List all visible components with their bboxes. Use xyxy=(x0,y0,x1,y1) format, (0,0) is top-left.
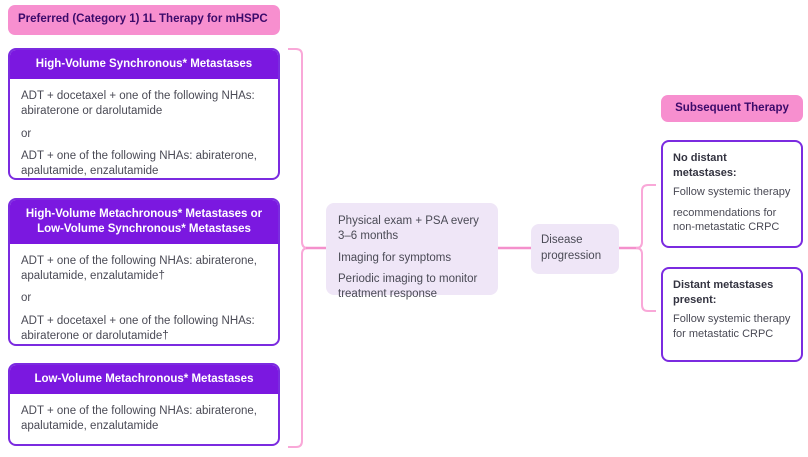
therapy-option-2: ADT + docetaxel + one of the following N… xyxy=(21,314,255,342)
disease-progression-label: Disease progression xyxy=(541,234,602,262)
outcome-text-2: recommendations for non-metastatic CRPC xyxy=(673,206,780,234)
card-header-low-volume-metachronous: Low-Volume Metachronous* Metastases xyxy=(10,365,278,394)
monitoring-line-2: Imaging for symptoms xyxy=(338,251,452,264)
box-disease-progression: Disease progression xyxy=(531,224,619,274)
card-body-high-volume-synchronous: ADT + docetaxel + one of the following N… xyxy=(10,79,278,178)
card-header-high-volume-metachronous: High-Volume Metachronous* Metastases or … xyxy=(10,200,278,244)
therapy-or-separator: or xyxy=(21,127,32,140)
box-monitoring-schedule: Physical exam + PSA every 3–6 months Ima… xyxy=(326,203,498,300)
left-brace-icon xyxy=(288,48,309,448)
therapy-option-1: ADT + one of the following NHAs: abirate… xyxy=(21,404,257,433)
therapy-option-1: ADT + docetaxel + one of the following N… xyxy=(21,89,255,118)
monitoring-line-3: Periodic imaging to monitor treatment re… xyxy=(338,272,478,301)
card-no-distant-metastases: No distant metastases: Follow systemic t… xyxy=(661,140,803,248)
outcome-text-1: Follow systemic therapy for metastatic C… xyxy=(673,313,791,340)
card-body-no-distant-metastases: No distant metastases: Follow systemic t… xyxy=(663,142,801,244)
card-body-distant-metastases-present: Distant metastases present: Follow syste… xyxy=(663,269,801,350)
card-body-high-volume-metachronous: ADT + one of the following NHAs: abirate… xyxy=(10,244,278,344)
card-header-high-volume-synchronous: High-Volume Synchronous* Metastases xyxy=(10,50,278,79)
outcome-text-1: Follow systemic therapy xyxy=(673,186,791,199)
therapy-or-separator: or xyxy=(21,292,32,305)
outcome-lead-no-distant-metastases: No distant metastases: xyxy=(673,152,737,179)
right-brace-icon xyxy=(635,184,656,312)
monitoring-line-1: Physical exam + PSA every 3–6 months xyxy=(338,215,479,243)
card-low-volume-metachronous: Low-Volume Metachronous* Metastases ADT … xyxy=(8,363,280,446)
banner-subsequent-therapy: Subsequent Therapy xyxy=(661,95,803,122)
card-body-low-volume-metachronous: ADT + one of the following NHAs: abirate… xyxy=(10,394,278,444)
card-distant-metastases-present: Distant metastases present: Follow syste… xyxy=(661,267,803,362)
banner-preferred-therapy: Preferred (Category 1) 1L Therapy for mH… xyxy=(8,5,280,35)
outcome-lead-distant-metastases-present: Distant metastases present: xyxy=(673,279,774,306)
therapy-option-2: ADT + one of the following NHAs: abirate… xyxy=(21,149,257,178)
card-high-volume-synchronous: High-Volume Synchronous* Metastases ADT … xyxy=(8,48,280,180)
card-high-volume-metachronous-or-low-volume-synchronous: High-Volume Metachronous* Metastases or … xyxy=(8,198,280,346)
therapy-option-1: ADT + one of the following NHAs: abirate… xyxy=(21,254,257,283)
